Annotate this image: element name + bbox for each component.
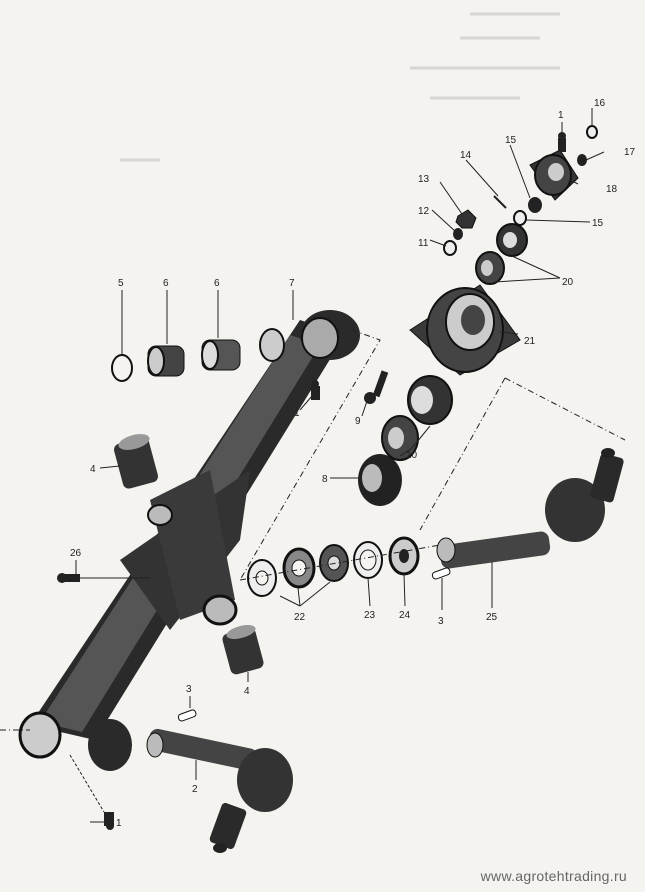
callout-20: 20 [562, 277, 574, 288]
callout-4-bottom: 4 [244, 686, 250, 697]
callout-1-bottom: 1 [116, 818, 122, 829]
callout-11: 11 [418, 238, 429, 249]
callout-6-a: 6 [163, 278, 169, 289]
callout-13: 13 [418, 174, 430, 185]
callout-23: 23 [364, 610, 376, 621]
callout-15-lower: 15 [592, 218, 604, 229]
callout-25: 25 [486, 612, 498, 623]
bearing-10-a [381, 415, 419, 461]
callout-6-b: 6 [214, 278, 220, 289]
callout-3-left: 3 [186, 684, 192, 695]
callout-18: 18 [606, 184, 618, 195]
steering-knuckle-2 [146, 728, 293, 853]
callout-1-top: 1 [558, 110, 564, 121]
bushing-6-a [147, 345, 185, 377]
callout-5: 5 [118, 278, 124, 289]
callout-8: 8 [322, 474, 328, 485]
thrust-bearing-22 [282, 547, 316, 589]
callout-15-upper: 15 [505, 135, 517, 146]
callout-26: 26 [70, 548, 82, 559]
callout-12: 12 [418, 206, 430, 217]
seal-8 [358, 454, 402, 506]
bushing-6-b [201, 339, 241, 371]
nut-15-upper [528, 197, 542, 213]
bolt-16 [586, 125, 598, 139]
hub-21 [409, 284, 521, 376]
beam-bushing-4-bottom [222, 625, 264, 675]
washer-11 [443, 240, 457, 256]
bearing-20-b [496, 223, 528, 257]
bearing-20-a [475, 251, 505, 285]
grease-fitting-1-top [558, 132, 566, 152]
washer-23 [353, 541, 383, 579]
callout-7: 7 [289, 278, 295, 289]
seal-24 [388, 536, 420, 576]
bearing-10-b [407, 375, 453, 425]
callout-16: 16 [594, 98, 606, 109]
callout-2: 2 [192, 784, 198, 795]
ghost-bleed-marks [120, 12, 560, 162]
washer-22-b [319, 544, 349, 582]
grease-fitting-1-bottom [104, 812, 114, 830]
callout-9: 9 [355, 416, 361, 427]
washer-17 [577, 154, 587, 166]
steering-knuckle-25 [436, 448, 624, 569]
washer-12 [453, 228, 463, 240]
washer-22-a [247, 559, 277, 597]
pin-3-left [177, 709, 197, 722]
beam-pivot-housing [259, 310, 360, 362]
callout-24: 24 [399, 610, 411, 621]
beam-bushing-4-top [114, 434, 158, 489]
callout-21: 21 [524, 336, 536, 347]
nut-13 [455, 209, 477, 229]
callout-labels: 1 16 17 15 14 13 12 11 18 15 20 21 5 6 6… [70, 98, 636, 829]
callout-14: 14 [460, 150, 472, 161]
callout-10: 10 [406, 450, 418, 461]
o-ring-5 [111, 354, 133, 382]
washer-15-lower [513, 210, 527, 226]
beam-cross-bushing [147, 504, 238, 626]
assembly-centerlines [0, 329, 626, 731]
grease-fitting-26 [57, 573, 80, 583]
beam-left-end [18, 711, 132, 771]
callout-22: 22 [294, 612, 306, 623]
leader-lines [69, 108, 605, 823]
hub-cap-18 [529, 149, 579, 201]
callout-3-right: 3 [438, 616, 444, 627]
callout-4-top: 4 [90, 464, 96, 475]
site-watermark: www.agrotehtrading.ru [480, 868, 627, 884]
cotter-pin-14 [493, 195, 507, 209]
callout-17: 17 [624, 147, 636, 158]
pin-3-right [431, 567, 451, 580]
callout-1-middle: 1 [294, 408, 300, 419]
axle-beam [30, 320, 345, 740]
grease-fitting-1-middle [311, 380, 320, 400]
